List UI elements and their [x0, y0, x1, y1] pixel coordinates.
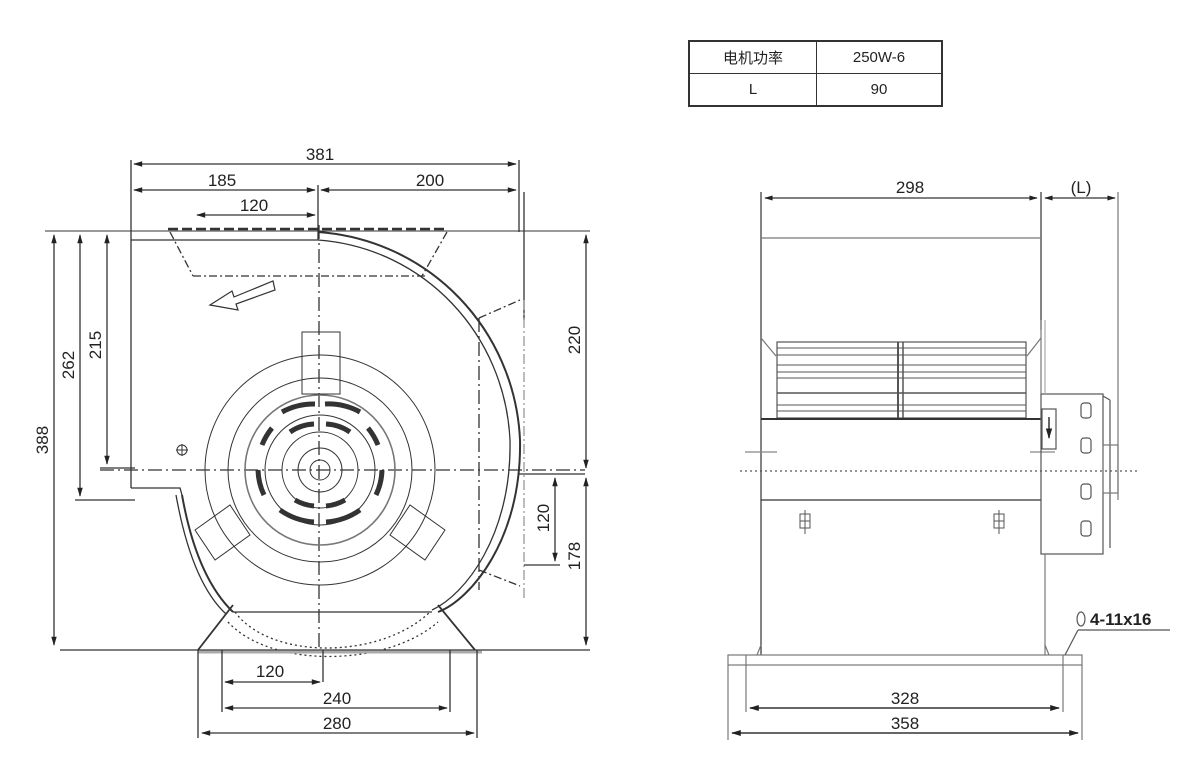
dim-base-hole-span-side: 328: [891, 689, 919, 708]
slot-hole-icon: [1076, 611, 1086, 627]
mount-hole-icon: [176, 444, 188, 456]
dim-upper-right-height: 220: [565, 326, 584, 354]
dim-base-hole-span: 240: [323, 689, 351, 708]
dim-base-width: 280: [323, 714, 351, 733]
bolt-icon: [799, 510, 811, 534]
airflow-arrow-icon: [208, 280, 276, 311]
spec-key-length: L: [688, 73, 817, 107]
dim-height-215: 215: [86, 331, 105, 359]
dim-overall-height: 388: [33, 426, 52, 454]
dim-lower-right-height: 178: [565, 542, 584, 570]
spec-value-length: 90: [816, 73, 943, 107]
dim-left-width: 185: [208, 171, 236, 190]
dim-right-width: 200: [416, 171, 444, 190]
side-view: [727, 192, 1170, 740]
dim-overall-width: 381: [306, 145, 334, 164]
spec-table: 电机功率 250W-6 L 90: [688, 40, 943, 107]
dim-base-width-side: 358: [891, 714, 919, 733]
dim-outlet-half: 120: [240, 196, 268, 215]
dim-lower-offset: 120: [534, 504, 553, 532]
hole-callout: 4-11x16: [1090, 610, 1151, 629]
bolt-icon: [993, 510, 1005, 534]
side-view-labels: 298 (L) 328 358 4-11x16: [891, 178, 1152, 733]
dim-motor-length: (L): [1071, 178, 1092, 197]
front-view: [45, 160, 590, 738]
front-view-labels: 381 185 200 120 388 262 215 220 178 120 …: [33, 145, 584, 733]
spec-row-length: L 90: [688, 73, 943, 107]
dim-base-half: 120: [256, 662, 284, 681]
dim-height-262: 262: [59, 351, 78, 379]
spec-row-power: 电机功率 250W-6: [688, 40, 943, 74]
dim-housing-width: 298: [896, 178, 924, 197]
spec-value-power: 250W-6: [816, 40, 943, 74]
